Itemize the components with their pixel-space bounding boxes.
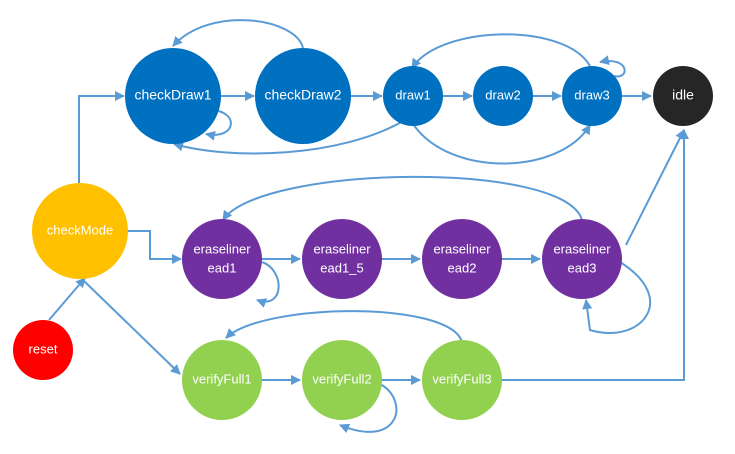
- node-checkMode: checkMode: [32, 183, 128, 279]
- edge-draw3-self-loop: [599, 55, 626, 78]
- node-eraselinerEad3: eraseliner ead3: [542, 219, 622, 299]
- node-label: verifyFull1: [192, 371, 251, 386]
- node-circle: [125, 48, 221, 144]
- node-label-line1: eraseliner: [193, 241, 251, 256]
- node-circle: [422, 340, 502, 420]
- node-circle: [255, 48, 351, 144]
- node-circle: [182, 219, 262, 299]
- node-circle: [542, 219, 622, 299]
- node-eraselinerEad1: eraseliner ead1: [182, 219, 262, 299]
- node-label: checkMode: [47, 222, 113, 237]
- node-circle: [383, 66, 443, 126]
- node-circle: [422, 219, 502, 299]
- edge-checkMode-to-eraselinerEad1: [127, 230, 182, 264]
- node-draw3: draw3: [562, 66, 622, 126]
- node-label-line2: ead1: [208, 260, 237, 275]
- edge-checkDraw1-self-loop: [205, 109, 232, 141]
- node-label: verifyFull2: [312, 371, 371, 386]
- node-label: draw3: [574, 87, 609, 102]
- edge-checkMode-to-checkDraw1: [78, 91, 125, 183]
- edge-draw1-to-draw3: [412, 123, 591, 165]
- node-draw2: draw2: [473, 66, 533, 126]
- edge-reset-to-checkMode: [48, 277, 86, 321]
- node-circle: [182, 340, 262, 420]
- node-checkDraw2: checkDraw2: [255, 48, 351, 144]
- node-label: draw1: [395, 87, 430, 102]
- node-label-line2: ead2: [448, 260, 477, 275]
- edge-ead1-self-loop: [256, 261, 280, 308]
- node-verifyFull3: verifyFull3: [422, 340, 502, 420]
- node-eraselinerEad1_5: eraseliner ead1_5: [302, 219, 382, 299]
- edge-checkDraw2-to-checkDraw1: [172, 19, 304, 49]
- node-label-line2: ead3: [568, 260, 597, 275]
- node-label: verifyFull3: [432, 371, 491, 386]
- node-label: reset: [29, 341, 58, 356]
- node-eraselinerEad2: eraseliner ead2: [422, 219, 502, 299]
- node-label-line1: eraseliner: [553, 241, 611, 256]
- node-circle: [13, 320, 73, 380]
- nodes: checkDraw1 checkDraw2 draw1 draw2 draw3 …: [13, 48, 713, 420]
- node-circle: [473, 66, 533, 126]
- node-label-line1: eraseliner: [433, 241, 491, 256]
- node-circle: [302, 340, 382, 420]
- node-checkDraw1: checkDraw1: [125, 48, 221, 144]
- edge-verifyFull2-self-loop: [339, 383, 398, 434]
- edge-draw3-to-draw1: [411, 33, 591, 69]
- node-label: checkDraw2: [264, 87, 341, 103]
- node-label: checkDraw1: [134, 87, 211, 103]
- node-circle: [562, 66, 622, 126]
- edge-ead3-self-loop: [582, 261, 652, 334]
- edge-verifyFull3-to-ead1: [225, 310, 463, 343]
- node-label-line1: eraseliner: [313, 241, 371, 256]
- node-circle: [32, 183, 128, 279]
- node-circle: [653, 66, 713, 126]
- node-circle: [302, 219, 382, 299]
- node-reset: reset: [13, 320, 73, 380]
- node-idle: idle: [653, 66, 713, 126]
- node-label: draw2: [485, 87, 520, 102]
- edge-ead3-to-idle: [625, 129, 685, 246]
- edge-ead3-to-ead1: [222, 175, 583, 221]
- node-verifyFull1: verifyFull1: [182, 340, 262, 420]
- edge-draw1-to-checkDraw1: [173, 119, 406, 155]
- edges: [48, 19, 689, 434]
- node-verifyFull2: verifyFull2: [302, 340, 382, 420]
- edge-verifyFull3-to-idle: [502, 129, 689, 381]
- node-label: idle: [672, 87, 694, 103]
- node-draw1: draw1: [383, 66, 443, 126]
- edge-checkMode-to-verifyFull1: [83, 280, 181, 375]
- node-label-line2: ead1_5: [320, 260, 363, 275]
